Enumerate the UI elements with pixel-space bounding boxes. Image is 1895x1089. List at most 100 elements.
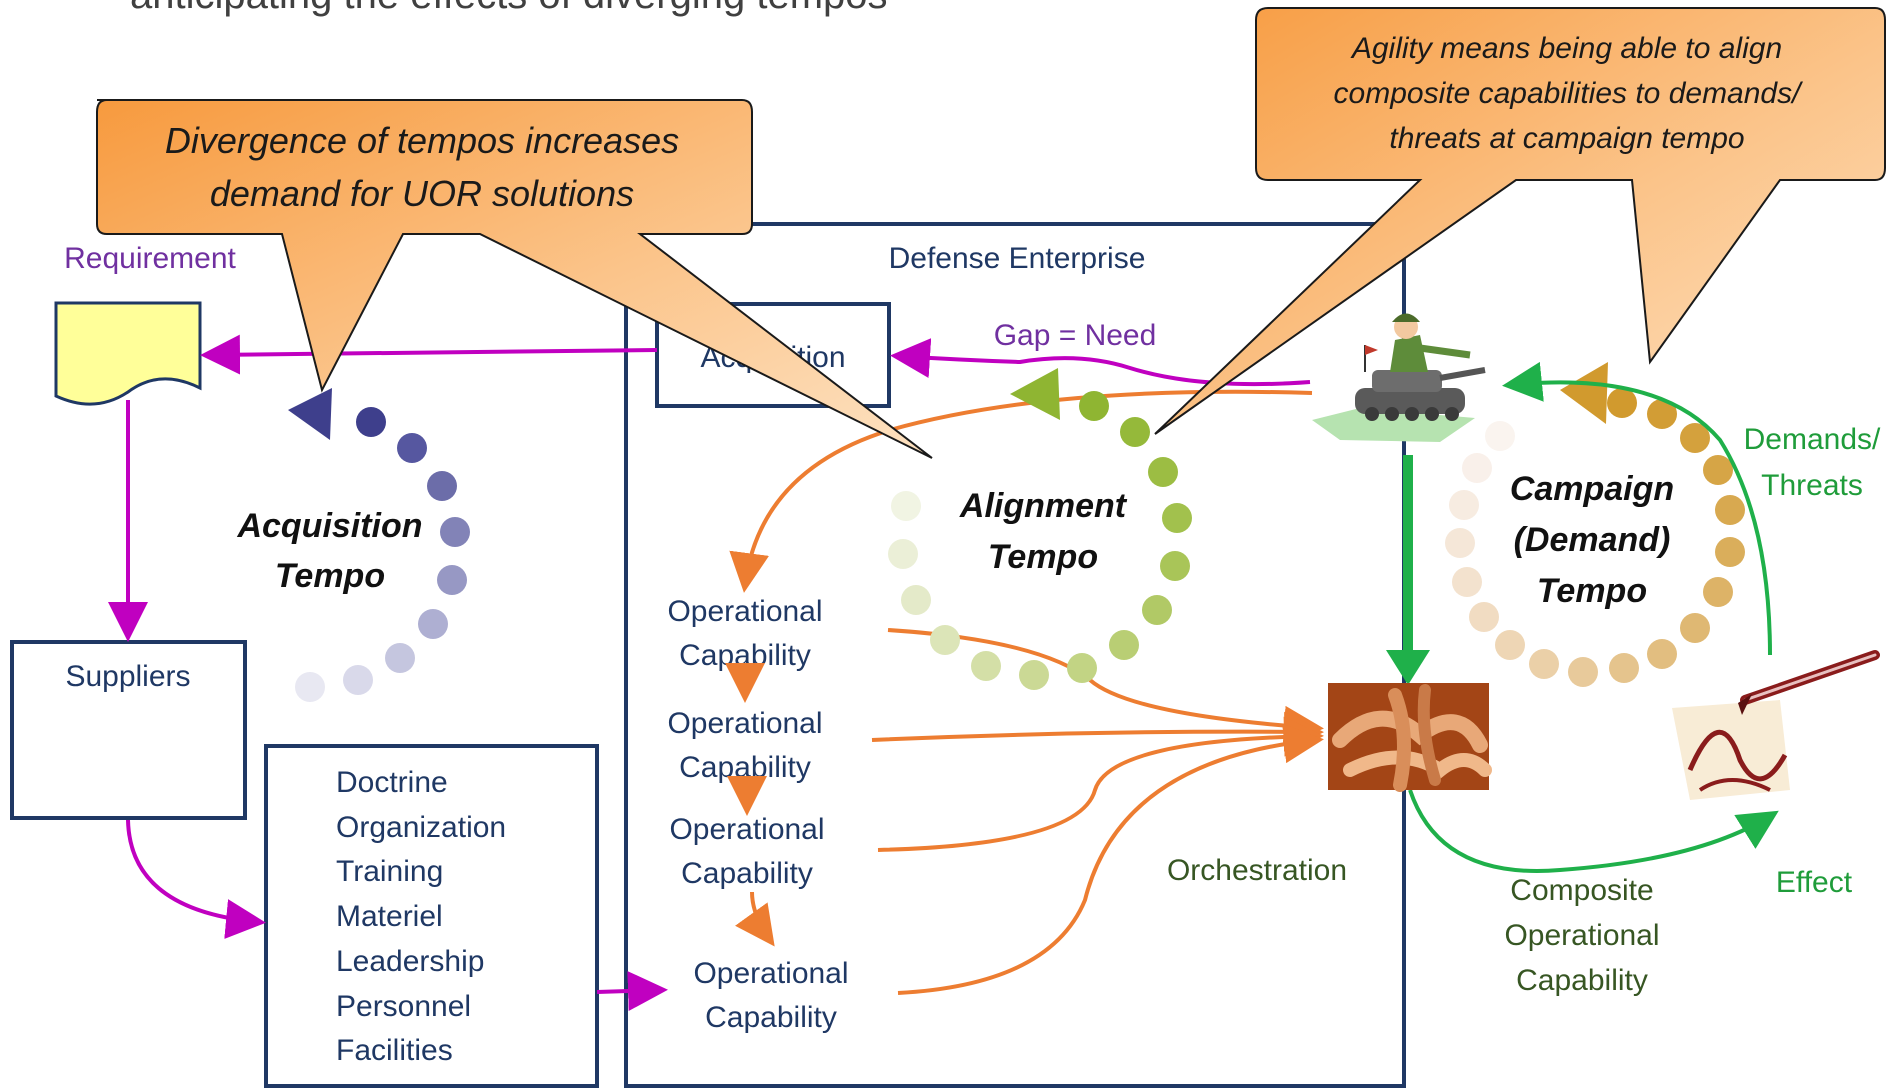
defense-enterprise-label: Defense Enterprise [889, 242, 1146, 275]
tempo-dot [1469, 602, 1499, 632]
callout-right-line1: Agility means being able to align [1350, 32, 1782, 65]
tempo-label: Tempo [275, 557, 385, 595]
tempo-dot [427, 471, 457, 501]
effect-label: Effect [1776, 866, 1853, 899]
tempo-dot [1529, 649, 1559, 679]
tempo-dot [1120, 417, 1150, 447]
suppliers-box [10, 640, 247, 820]
capability-label: Operational [667, 595, 822, 628]
tempo-dot [385, 643, 415, 673]
tempo-dot [1680, 423, 1710, 453]
tempo-dot [1067, 653, 1097, 683]
tempo-dot [930, 625, 960, 655]
tempo-dot [343, 665, 373, 695]
tempo-dot [440, 517, 470, 547]
composite-line: Composite [1510, 874, 1653, 907]
dotmlpf-box [264, 744, 599, 1088]
tempo-dot [356, 407, 386, 437]
capability-label: Capability [679, 751, 811, 784]
soldier-tank-icon [1312, 313, 1486, 442]
joined-hands-icon [1328, 683, 1492, 792]
arrow-need-loop-to-capability [729, 389, 1313, 593]
suppliers-label: Suppliers [65, 660, 190, 693]
callout-right-line3: threats at campaign tempo [1389, 122, 1744, 155]
tempo-dot [1462, 453, 1492, 483]
arrow-orchestration-to-effect [1408, 789, 1779, 873]
tempo-dot [1647, 399, 1677, 429]
demands-line: Demands/ [1744, 423, 1881, 456]
callout-right-line2: composite capabilities to demands/ [1334, 77, 1804, 110]
tempo-dot [1607, 388, 1637, 418]
capability-label: Capability [679, 639, 811, 672]
tempo-dot [1109, 630, 1139, 660]
pen-writing-icon [1672, 650, 1880, 800]
tempo-dot [1162, 503, 1192, 533]
acquisition-tempo-label: Acquisition Tempo [236, 507, 422, 595]
tempo-label: Acquisition [236, 507, 422, 545]
tempo-dot [971, 651, 1001, 681]
tempo-dot [1609, 653, 1639, 683]
demands-line: Threats [1761, 469, 1863, 502]
gap-need-label: Gap = Need [994, 319, 1157, 352]
tempo-dot [1715, 495, 1745, 525]
tempo-dot [1142, 595, 1172, 625]
capability-label: Capability [681, 857, 813, 890]
tempo-dot [901, 585, 931, 615]
orchestration-label: Orchestration [1167, 854, 1347, 887]
arrow-cap2-to-orchestration [871, 711, 1324, 752]
acquisition-tempo-dots [288, 388, 470, 702]
arrow-acquisition-to-requirement [200, 334, 658, 375]
tempo-dot [1485, 421, 1515, 451]
orange-arrows [725, 389, 1324, 995]
tempo-dot [437, 565, 467, 595]
tempo-dot [397, 433, 427, 463]
tempo-dot [295, 672, 325, 702]
capability-label: Operational [669, 813, 824, 846]
top-title-fragment: anticipating the effects of diverging te… [130, 0, 888, 17]
arrow-effect-to-soldier [1502, 361, 1772, 656]
callout-left-line1: Divergence of tempos increases [165, 120, 679, 161]
tempo-dot [1148, 457, 1178, 487]
alignment-tempo-label: Alignment Tempo [959, 487, 1128, 576]
tempo-label: Tempo [1537, 572, 1647, 610]
tempo-dot [1680, 613, 1710, 643]
dotmlpf-item: Materiel [336, 900, 443, 933]
campaign-tempo-dots [1445, 362, 1745, 687]
tempo-dot [891, 491, 921, 521]
dotmlpf-item: Facilities [336, 1034, 453, 1067]
tempo-dot [418, 609, 448, 639]
tempo-dot [1449, 490, 1479, 520]
document-icon [54, 301, 202, 406]
acquisition-box [655, 302, 891, 408]
tempo-dot [1703, 577, 1733, 607]
tempo-dot [1647, 639, 1677, 669]
tempo-label: Tempo [988, 538, 1098, 576]
demands-threats-label: Demands/ Threats [1744, 423, 1881, 502]
arrow-cap3-to-orchestration [877, 716, 1324, 852]
capability-label: Operational [667, 707, 822, 740]
tempo-dot [1079, 391, 1109, 421]
tempo-label: Alignment [959, 487, 1128, 525]
dotmlpf-item: Personnel [336, 990, 471, 1023]
tempo-dot [1019, 660, 1049, 690]
dotmlpf-item: Leadership [336, 945, 484, 978]
callout-left: Divergence of tempos increases demand fo… [96, 99, 933, 459]
tempo-arrowhead [1010, 368, 1060, 420]
capability-label: Capability [705, 1001, 837, 1034]
tempo-dot [888, 539, 918, 569]
callout-left-line2: demand for UOR solutions [210, 173, 634, 214]
arrow-cap4-to-orchestration [897, 723, 1324, 995]
green-arrows [1386, 361, 1779, 873]
composite-line: Capability [1516, 964, 1648, 997]
arrow-dotmlpf-to-capability [596, 971, 668, 1012]
requirement-label: Requirement [64, 242, 236, 275]
composite-line: Operational [1504, 919, 1659, 952]
dotmlpf-item: Organization [336, 811, 506, 844]
composite-capability-label: Composite Operational Capability [1504, 874, 1659, 997]
tempo-label: (Demand) [1514, 521, 1671, 559]
dotmlpf-list: Doctrine Organization Training Materiel … [336, 766, 506, 1067]
tempo-dot [1495, 630, 1525, 660]
campaign-tempo-label: Campaign (Demand) Tempo [1510, 470, 1674, 610]
arrow-soldier-to-orchestration-head [1386, 650, 1430, 685]
tempo-dot [1452, 567, 1482, 597]
